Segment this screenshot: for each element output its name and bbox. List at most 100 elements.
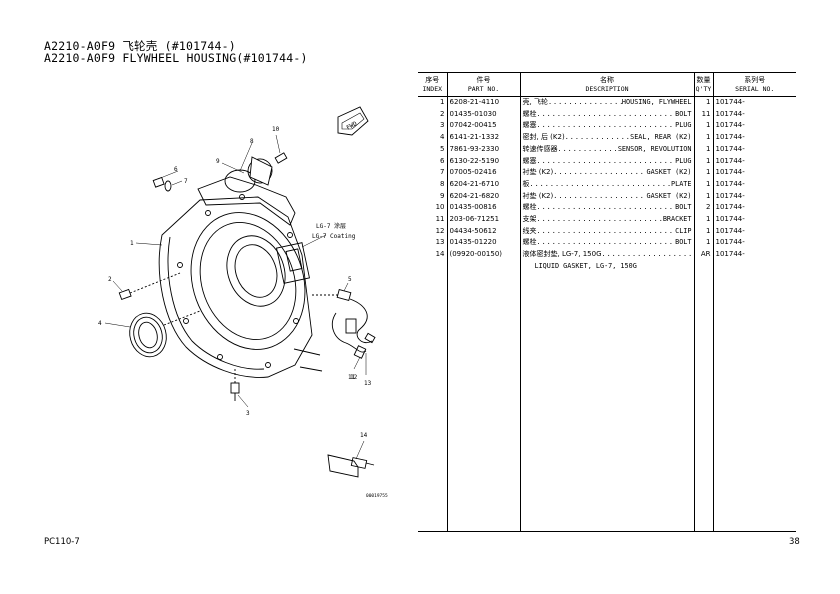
empty-cell	[519, 272, 694, 532]
description-chinese: 支架	[522, 215, 537, 224]
cell-serial-no: 101744-	[712, 143, 796, 156]
cell-quantity: 2	[693, 202, 713, 215]
table-row: 14(09920-00150)液体密封垫, LG-7, 150G........…	[418, 249, 796, 273]
coating-note-cn: LG-7 涂层	[316, 222, 346, 230]
cell-part-no: 6141-21-1332	[446, 132, 520, 144]
description-english: GASKET (K2)	[646, 191, 692, 200]
description-chinese: 线夹	[522, 226, 537, 235]
fwd-arrow-icon	[337, 106, 369, 136]
description-english: HOUSING, FLYWHEEL	[621, 98, 692, 106]
cell-description: 线夹......................................…	[519, 225, 694, 238]
table-filler-row	[418, 272, 796, 532]
cell-description: 螺塞......................................…	[519, 155, 694, 168]
cell-quantity: 1	[693, 155, 713, 168]
description-english: SENSOR, REVOLUTION	[617, 144, 692, 153]
cell-quantity: AR	[693, 249, 713, 273]
callout-13: 13	[364, 380, 372, 387]
callout-2: 2	[108, 276, 112, 283]
description-chinese: 液体密封垫, LG-7, 150G	[522, 250, 602, 259]
callout-6: 6	[174, 166, 178, 173]
cell-description: 支架......................................…	[519, 214, 694, 226]
empty-cell	[418, 272, 447, 532]
description-chinese: 转速传感器	[522, 144, 558, 153]
flywheel-housing-drawing	[158, 176, 323, 378]
description-english-line2: LIQUID GASKET, LG-7, 150G	[534, 261, 637, 270]
callout-4: 4	[98, 320, 102, 327]
cell-part-no: 04434-50612	[446, 225, 520, 238]
cell-index: 4	[440, 133, 445, 142]
exploded-parts-diagram: FWD 1 2 3 4 5 6 7 8 9 10 11 12 13 14 LG-…	[98, 106, 388, 499]
empty-cell	[712, 272, 796, 532]
cell-quantity: 1	[693, 225, 713, 238]
cell-serial-no: 101744-	[712, 132, 796, 144]
description-english: BOLT	[675, 203, 692, 212]
cell-part-no: 6204-21-6710	[446, 178, 520, 191]
coating-note-en: LG-7 Coating	[312, 233, 356, 240]
cell-part-no: 203-06-71251	[446, 214, 520, 226]
cell-quantity: 1	[693, 96, 713, 109]
description-chinese: 密封, 后 (K2)	[522, 133, 565, 142]
cell-part-no: 07005-02416	[446, 167, 520, 179]
cell-quantity: 1	[693, 178, 713, 191]
description-chinese: 衬垫 (K2)	[522, 168, 554, 177]
description-english: PLUG	[675, 156, 692, 165]
callout-11: 11	[348, 374, 356, 381]
description-english: GASKET (K2)	[646, 168, 692, 177]
description-chinese: 衬垫 (K2)	[522, 191, 554, 200]
cell-index: 6	[440, 156, 445, 165]
cell-serial-no: 101744-	[712, 96, 796, 109]
page-number: 38	[789, 537, 800, 547]
cell-serial-no: 101744-	[712, 237, 796, 250]
description-chinese: 壳, 飞轮	[522, 98, 548, 106]
cell-index: 1	[440, 98, 445, 106]
cell-index: 10	[435, 203, 445, 212]
cell-description: 密封, 后 (K2)..............................…	[519, 132, 694, 144]
cell-description: 转速传感器...................................…	[519, 143, 694, 156]
cell-index: 5	[440, 144, 445, 153]
cell-description: 螺塞......................................…	[519, 120, 694, 133]
callout-3: 3	[246, 410, 250, 417]
cell-serial-no: 101744-	[712, 120, 796, 133]
model-label: PC110-7	[44, 537, 80, 547]
cell-part-no: 01435-01030	[446, 108, 520, 121]
cell-quantity: 1	[693, 143, 713, 156]
cover-plate-drawing	[224, 152, 288, 193]
revolution-sensor-drawing	[312, 289, 376, 353]
callout-12: 12	[350, 374, 358, 381]
table-row: 57861-93-2330转速传感器......................…	[418, 143, 796, 156]
cell-part-no: 07042-00415	[446, 120, 520, 133]
cell-part-no: 7861-93-2330	[446, 143, 520, 156]
cell-serial-no: 101744-	[712, 225, 796, 238]
description-english: BRACKET	[662, 215, 692, 224]
cell-quantity: 1	[693, 167, 713, 179]
cell-index: 7	[440, 168, 445, 177]
bracket-drawing	[353, 345, 367, 359]
callout-8: 8	[250, 138, 254, 145]
callout-9: 9	[216, 158, 220, 165]
plug-drawing	[152, 176, 172, 192]
description-chinese: 螺栓	[522, 238, 537, 247]
cell-quantity: 1	[693, 132, 713, 144]
cell-index: 12	[435, 226, 445, 235]
cell-serial-no: 101744-	[712, 178, 796, 191]
description-chinese: 螺塞	[522, 121, 537, 130]
drain-plug-drawing	[230, 369, 240, 401]
description-chinese: 螺塞	[522, 156, 537, 165]
liquid-gasket-tube-drawing	[327, 454, 375, 478]
description-chinese: 板	[522, 179, 530, 188]
cell-part-no: (09920-00150)	[446, 249, 520, 273]
cell-serial-no: 101744-	[712, 108, 796, 121]
empty-cell	[693, 272, 713, 532]
cell-index: 8	[440, 179, 445, 188]
